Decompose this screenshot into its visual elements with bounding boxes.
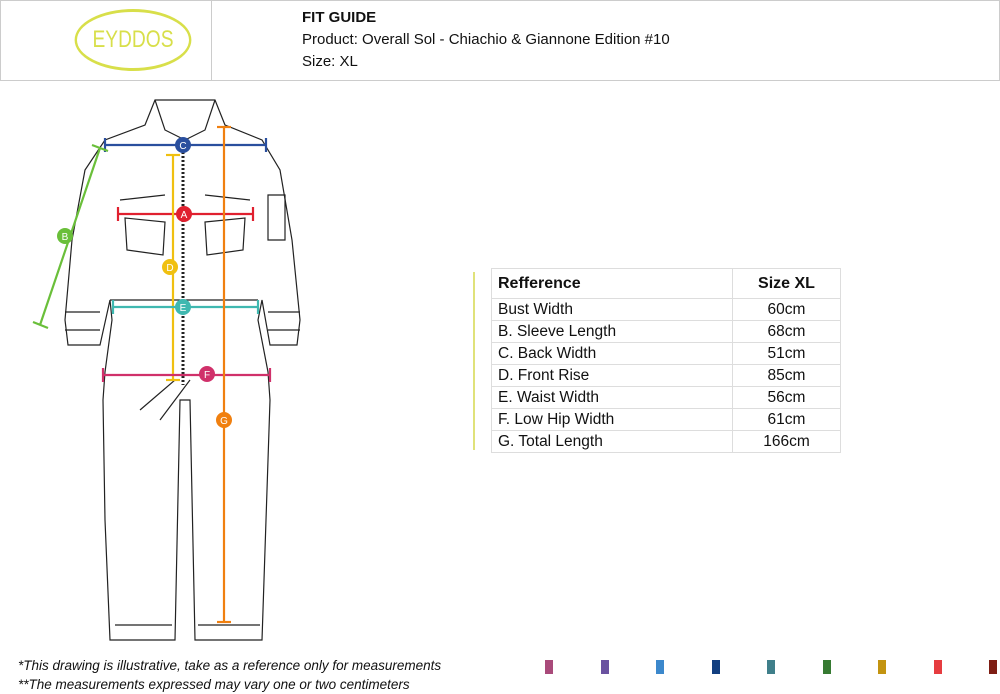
- marker-e-label: E: [180, 303, 187, 314]
- marker-f-label: F: [204, 370, 210, 381]
- page-title: FIT GUIDE: [302, 9, 377, 26]
- color-swatch: [933, 660, 942, 674]
- color-swatch: [711, 660, 720, 674]
- marker-c-label: C: [179, 141, 186, 152]
- brand-logo: EYDDOS: [74, 9, 192, 71]
- garment-outline: [64, 99, 301, 641]
- row-value: 61cm: [732, 408, 841, 431]
- row-label: E. Waist Width: [491, 386, 733, 409]
- header-reference: Refference: [491, 268, 733, 299]
- note-illustrative: *This drawing is illustrative, take as a…: [18, 658, 442, 673]
- row-label: G. Total Length: [491, 430, 733, 453]
- row-value: 51cm: [732, 342, 841, 365]
- row-label: B. Sleeve Length: [491, 320, 733, 343]
- header-size: Size XL: [732, 268, 841, 299]
- header: EYDDOS FIT GUIDE Product: Overall Sol - …: [0, 0, 1000, 81]
- color-swatch: [878, 660, 886, 674]
- marker-c: [175, 137, 191, 153]
- row-label: Bust Width: [491, 298, 733, 321]
- row-value: 166cm: [732, 430, 841, 453]
- table-header: Refference Size XL: [491, 268, 841, 299]
- row-label: F. Low Hip Width: [491, 408, 733, 431]
- row-value: 68cm: [732, 320, 841, 343]
- marker-d: [162, 259, 178, 275]
- product-name: Product: Overall Sol - Chiachio & Gianno…: [302, 31, 670, 48]
- color-swatch: [822, 660, 831, 674]
- row-value: 85cm: [732, 364, 841, 387]
- row-label: C. Back Width: [491, 342, 733, 365]
- color-swatch: [989, 660, 997, 674]
- row-value: 60cm: [732, 298, 841, 321]
- marker-g-label: G: [220, 416, 228, 427]
- coverall-drawing: C A D E F G B: [32, 99, 301, 641]
- color-swatch: [545, 660, 553, 674]
- divider: [473, 272, 475, 450]
- color-swatch: [656, 660, 664, 674]
- marker-d-label: D: [166, 263, 173, 274]
- color-swatch: [767, 660, 775, 674]
- row-value: 56cm: [732, 386, 841, 409]
- footnotes: *This drawing is illustrative, take as a…: [18, 656, 441, 694]
- row-label: D. Front Rise: [491, 364, 733, 387]
- marker-f: [199, 366, 215, 382]
- marker-a: [176, 206, 192, 222]
- marker-g: [216, 412, 232, 428]
- size-label: Size: XL: [302, 53, 358, 70]
- header-text: FIT GUIDE Product: Overall Sol - Chiachi…: [302, 7, 670, 73]
- marker-e: [175, 299, 191, 315]
- marker-b: [57, 228, 73, 244]
- marker-a-label: A: [181, 210, 188, 221]
- color-swatch: [600, 660, 609, 674]
- marker-b-label: B: [62, 232, 69, 243]
- logo-cell: EYDDOS: [1, 1, 212, 80]
- note-variance: **The measurements expressed may vary on…: [18, 677, 410, 692]
